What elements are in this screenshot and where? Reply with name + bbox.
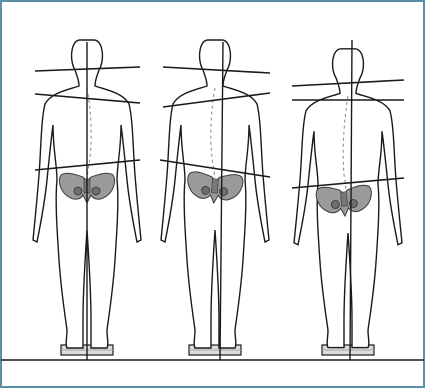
figure-3 [294, 40, 402, 360]
figure-2 [161, 40, 269, 360]
figure-1 [33, 40, 141, 360]
